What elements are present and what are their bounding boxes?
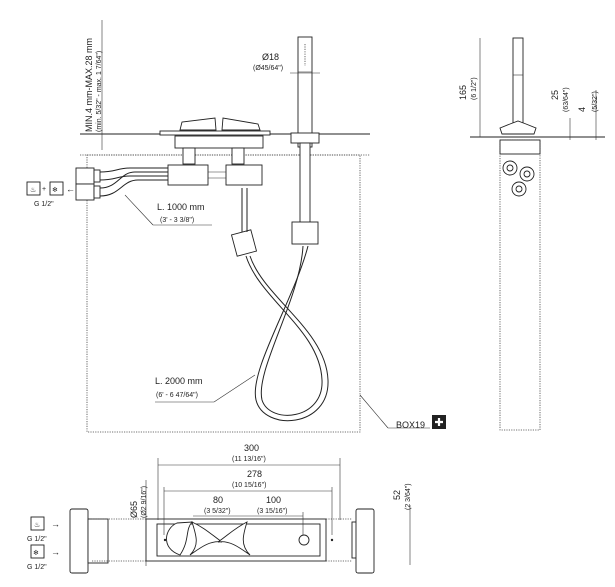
inlet-thread-label: G 1/2"	[34, 201, 54, 208]
handle-spacing: 80	[213, 495, 223, 505]
plate-thickness-imperial: (5/32")	[592, 91, 599, 112]
handle-to-outlet: 100	[266, 495, 281, 505]
plate-depth-imperial: (2 3/64")	[405, 483, 412, 510]
overall-width: 300	[244, 443, 259, 453]
hand-shower	[290, 36, 320, 245]
inlet-hoses	[75, 167, 168, 201]
spout-height: 25	[550, 90, 560, 100]
svg-text:♨: ♨	[34, 521, 40, 529]
top-view	[69, 458, 411, 574]
handshower-diameter-imperial: (Ø45/64")	[253, 65, 283, 72]
outlet-icon	[298, 534, 310, 546]
handle-to-outlet-imperial: (3 15/16")	[257, 508, 288, 515]
svg-text:♨: ♨	[30, 186, 36, 194]
arrow-left-icon: ←	[66, 184, 75, 194]
side-height: 165	[458, 85, 468, 100]
inlet-hose-length: L. 1000 mm	[157, 202, 205, 212]
front-view: MIN.4 mm-MAX.28 mm (min. 5/32" - max. 1 …	[26, 20, 446, 433]
shower-hose-length-imperial: (6' - 6 47/64")	[156, 392, 198, 399]
svg-text:❄: ❄	[52, 186, 58, 194]
arrow-right-icon: →	[51, 519, 60, 529]
hot-water-icon	[30, 516, 45, 531]
spout-height-imperial: (63/64")	[563, 87, 570, 112]
arrow-right-icon: →	[51, 547, 60, 557]
plate-width-imperial: (10 15/16")	[232, 482, 266, 489]
hot-inlet-thread: G 1/2"	[27, 536, 47, 543]
box19-label: BOX19	[396, 420, 425, 430]
side-height-imperial: (6 1/2")	[471, 77, 478, 100]
deck-thickness-label: MIN.4 mm-MAX.28 mm	[84, 38, 94, 132]
mixer-handles	[159, 117, 271, 186]
deck-thickness-imperial: (min. 5/32" - max. 1 7/64")	[96, 51, 103, 132]
svg-text:❄: ❄	[33, 549, 39, 557]
top-inlet-symbols: ♨ → G 1/2" ❄ → G 1/2"	[27, 516, 60, 571]
shower-hose-length: L. 2000 mm	[155, 376, 203, 386]
cold-water-icon	[49, 181, 64, 196]
handshower-diameter: Ø18	[262, 52, 279, 62]
side-view	[470, 37, 605, 431]
inlet-hose-length-imperial: (3' - 3 3/8")	[160, 217, 194, 224]
box19-outline	[86, 154, 361, 433]
plate-thickness: 4	[577, 107, 587, 112]
body-diameter: Ø65	[129, 501, 139, 518]
plate-width: 278	[247, 469, 262, 479]
inlet-symbols: ♨ + ❄ ← G 1/2"	[26, 181, 75, 208]
cold-water-icon	[30, 544, 45, 559]
hot-water-icon	[26, 181, 41, 196]
body-diameter-imperial: (Ø2 9/16")	[141, 486, 148, 518]
plate-depth: 52	[392, 490, 402, 500]
overall-width-imperial: (11 13/16")	[232, 456, 266, 463]
handle-spacing-imperial: (3 5/32")	[204, 508, 231, 515]
shower-hose	[230, 188, 329, 422]
cold-inlet-thread: G 1/2"	[27, 564, 47, 571]
svg-text:+: +	[42, 186, 46, 193]
